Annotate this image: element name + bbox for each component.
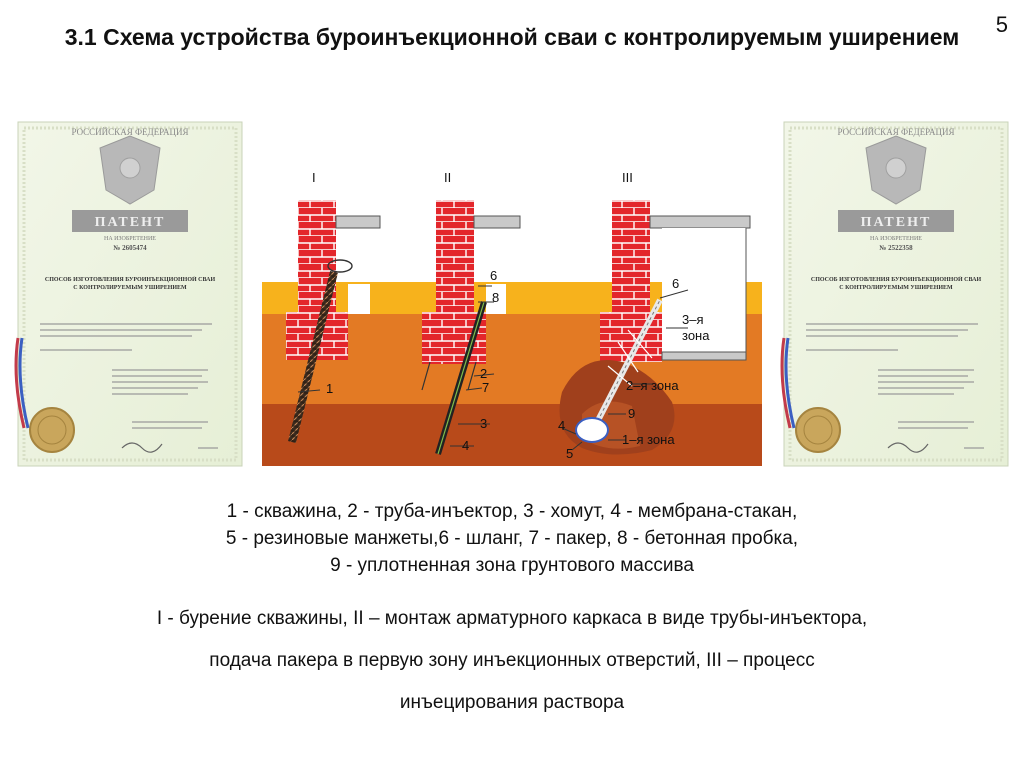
stage-1: 1 I [286,170,381,443]
patent-country: РОССИЙСКАЯ ФЕДЕРАЦИЯ [837,127,954,137]
label-stage2: 3 [480,416,487,431]
label-stage3: 2–я зона [626,378,679,393]
label-stage3: 6 [672,276,679,291]
floor-slab [473,215,521,229]
stage-label: III [622,170,633,185]
floor-slab [335,215,381,229]
patent-subtitle: НА ИЗОБРЕТЕНИЕ [104,236,156,242]
label-stage2: 7 [482,380,489,395]
patent-invention-title: СПОСОБ ИЗГОТОВЛЕНИЯ БУРОИНЪЕКЦИОННОЙ СВА… [810,277,982,291]
label-stage1: 1 [326,381,333,396]
label-stage3: зона [682,328,710,343]
stage-description-line: подача пакера в первую зону инъекционных… [209,650,815,671]
floor-slab [649,215,751,229]
membrane-bulb [575,417,609,443]
patent-country: РОССИЙСКАЯ ФЕДЕРАЦИЯ [71,127,188,137]
stage-2: 6 8 2 7 3 4 II [421,170,521,455]
slide-title: 3.1 Схема устройства буроинъекционной св… [64,24,960,50]
basement-cut [486,284,506,314]
emblem-icon [99,135,161,205]
patent-seal-icon [29,407,75,453]
label-stage3: 3–я [682,312,704,327]
patent-seal-icon [795,407,841,453]
stage-3: 6 3–я зона 2–я зона 9 4 5 1–я зона III [558,170,751,461]
patent-subtitle: НА ИЗОБРЕТЕНИЕ [870,236,922,242]
basement-cut [348,284,370,314]
emblem-icon [865,135,927,205]
slide-number: 5 [995,12,1008,37]
patent-doc-type: ПАТЕНТ [95,215,166,230]
patent-certificate-left: РОССИЙСКАЯ ФЕДЕРАЦИЯ ПАТЕНТ НА ИЗОБРЕТЕН… [14,121,243,467]
legend: 1 - скважина, 2 - труба-инъектор, 3 - хо… [100,498,924,579]
patent-number: № 2522358 [878,244,913,252]
patent-number: № 2605474 [112,244,147,252]
patent-invention-title: СПОСОБ ИЗГОТОВЛЕНИЯ БУРОИНЪЕКЦИОННОЙ СВА… [44,277,216,291]
label-stage2: 8 [492,290,499,305]
legend-line: 5 - резиновые манжеты,6 - шланг, 7 - пак… [225,528,799,549]
patent-certificate-right: РОССИЙСКАЯ ФЕДЕРАЦИЯ ПАТЕНТ НА ИЗОБРЕТЕН… [780,121,1009,467]
legend-line: 1 - скважина, 2 - труба-инъектор, 3 - хо… [226,501,798,522]
stage-label: I [312,170,316,185]
rotation-arrow-icon [327,259,353,273]
label-stage2: 6 [490,268,497,283]
clay-lower-layer [262,404,762,466]
brick-wall [612,200,650,312]
label-stage3: 1–я зона [622,432,675,447]
brick-wall [436,200,474,312]
label-stage3: 5 [566,446,573,461]
label-stage2: 4 [462,438,469,453]
legend-line: 9 - уплотненная зона грунтового массива [330,555,694,576]
label-stage3: 4 [558,418,565,433]
patent-doc-type: ПАТЕНТ [861,215,932,230]
stage-description: I - бурение скважины, II – монтаж армату… [80,598,944,724]
label-stage2: 2 [480,366,487,381]
stage-description-line: инъецирования раствора [399,692,625,713]
label-stage3: 9 [628,406,635,421]
pile-diagram: 1 I 6 8 2 7 3 4 II [262,152,762,466]
stage-description-line: I - бурение скважины, II – монтаж армату… [156,608,868,629]
stage-label: II [444,170,451,185]
